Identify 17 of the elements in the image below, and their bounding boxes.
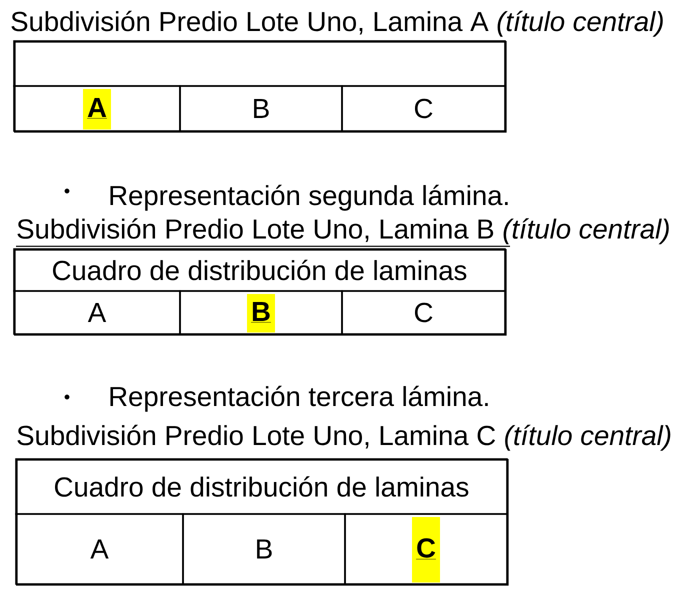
table-title: Subdivisión Predio Lote Uno, Lamina C (título central)	[17, 424, 670, 451]
table-cell: C	[341, 85, 506, 132]
table-cell: C	[344, 513, 508, 585]
table-cell: B	[182, 513, 346, 585]
table-cell: A	[15, 513, 184, 585]
table-title: Subdivisión Predio Lote Uno, Lamina B (título central)	[17, 218, 669, 244]
header-cell: Cuadro de distribución de laminas	[13, 248, 506, 292]
bullet-text: Representación segunda lámina.	[110, 184, 508, 211]
table-title: Subdivisión Predio Lote Uno, Lamina A (título central)	[11, 10, 663, 37]
table-cell: C	[341, 290, 506, 335]
header-cell	[13, 40, 506, 87]
table-cell: B	[179, 290, 343, 335]
table-cell: A	[13, 85, 181, 132]
bullet-text: Representación tercera lámina.	[110, 386, 488, 412]
table-cell: A	[13, 290, 181, 335]
header-cell: Cuadro de distribución de laminas	[15, 458, 508, 515]
table-cell: B	[179, 85, 343, 132]
